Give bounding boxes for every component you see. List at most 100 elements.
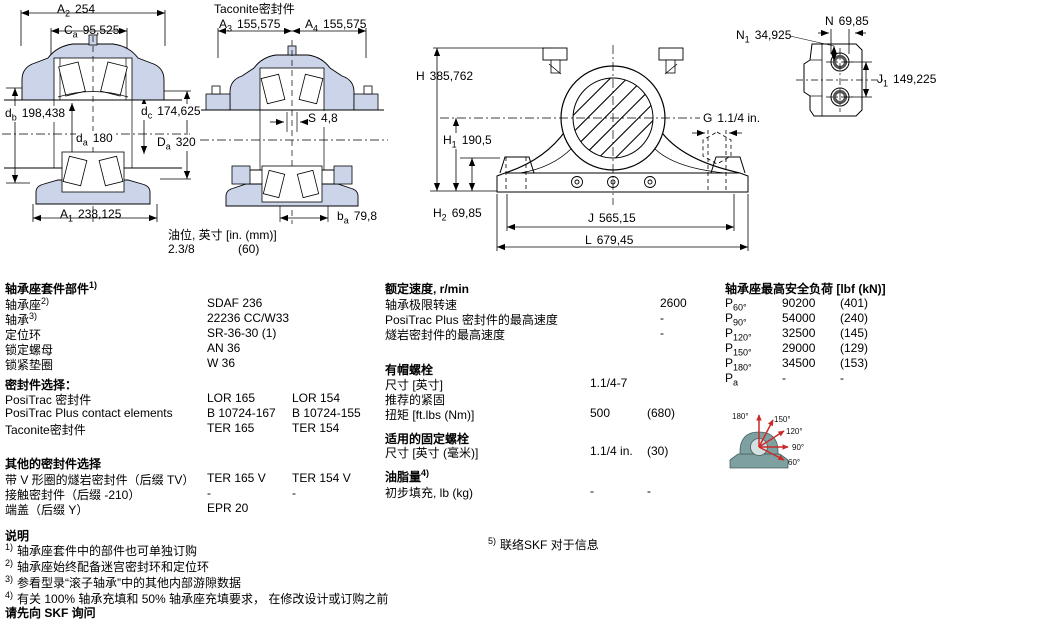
attach-bolts-title: 适用的固定螺栓	[385, 432, 470, 446]
technical-drawing-line-art	[2, 9, 884, 251]
speed-row: PosiTrac Plus 密封件的最高速度-	[385, 311, 664, 327]
drawing-3-front-view	[430, 45, 749, 251]
footnote-5: 5)联络SKF 对于信息	[488, 536, 599, 552]
cell-value: -	[660, 311, 664, 325]
cell-value: B 10724-167	[207, 406, 276, 420]
cell-value: (129)	[840, 341, 869, 355]
other-seals-row: 端盖（后缀 Y）EPR 20	[5, 501, 249, 517]
housing-parts-title: 轴承座套件部件1)	[5, 280, 98, 296]
load-row: P180°34500(153)	[725, 356, 869, 373]
load-title: 轴承座最高安全负荷 [lbf (kN)]	[725, 282, 886, 296]
grease-row: 初步填充, lb (kg)--	[385, 484, 651, 500]
cell-value: (30)	[647, 444, 669, 458]
cell-value: TER 154 V	[292, 471, 351, 485]
cell-value: 1.1/4 in.	[590, 444, 633, 458]
cell-value: 90200	[782, 296, 816, 310]
cell-value: SDAF 236	[207, 296, 263, 310]
footnote: 4)有关 100% 轴承充填和 50% 轴承座充填要求， 在修改设计或订购之前	[5, 590, 389, 606]
cap-bolts-title: 有帽螺栓	[385, 363, 434, 377]
drawing-1-section-view	[2, 9, 191, 224]
cell-value: B 10724-155	[292, 406, 361, 420]
cell-value: -	[590, 484, 594, 498]
load-row: P90°54000(240)	[725, 311, 869, 328]
svg-text:90°: 90°	[792, 443, 804, 452]
oil-level-mm: (60)	[238, 242, 260, 256]
footnote: 3)参看型录“滚子轴承”中的其他内部游隙数据	[5, 574, 242, 590]
cell-value: 54000	[782, 311, 816, 325]
oil-level-label: 油位, 英寸 [in. (mm)]	[168, 228, 277, 242]
cell-value: SR-36-30 (1)	[207, 326, 277, 340]
housing-parts-row: 轴承座2)SDAF 236	[5, 296, 263, 312]
cell-value: (680)	[647, 406, 676, 420]
cell-value: -	[292, 486, 296, 500]
cell-value: TER 165 V	[207, 471, 266, 485]
footnote: 2)轴承座始终配备迷宫密封环和定位环	[5, 558, 210, 574]
oil-level-inches: 2.3/8	[168, 242, 195, 256]
drawing-2-title: Taconite密封件	[214, 2, 295, 16]
housing-parts-row: 轴承3)22236 CC/W33	[5, 311, 290, 327]
grease-title: 油脂量4)	[385, 468, 430, 484]
load-row: Pa--	[725, 371, 844, 388]
svg-text:60°: 60°	[788, 458, 800, 467]
cell-value: TER 165	[207, 421, 255, 435]
load-row: P60°90200(401)	[725, 296, 869, 313]
svg-text:180°: 180°	[732, 412, 749, 421]
cell-value: LOR 165	[207, 391, 256, 405]
notes-title: 说明	[5, 529, 30, 543]
other-seals-row: 接触密封件（后缀 -210）--	[5, 486, 296, 502]
load-row: P120°32500(145)	[725, 326, 869, 343]
cell-value: 34500	[782, 356, 816, 370]
cap-bolts-torque-row: 扭矩 [ft.lbs (Nm)]500(680)	[385, 406, 676, 422]
cell-value: -	[647, 484, 651, 498]
cell-value: 500	[590, 406, 611, 420]
load-row: P150°29000(129)	[725, 341, 869, 358]
angle-labels: 180° 150° 120° 90° 60°	[732, 412, 804, 467]
cell-value: -	[782, 371, 786, 385]
seal-selection-title: 密封件选择：	[5, 378, 78, 392]
cell-value: 22236 CC/W33	[207, 311, 290, 325]
load-angle-illustration: 180° 150° 120° 90° 60°	[729, 412, 804, 469]
notes-closing: 请先向 SKF 询问	[5, 606, 96, 620]
cell-value: -	[660, 326, 664, 340]
cell-value: 1.1/4-7	[590, 376, 628, 390]
other-seals-title: 其他的密封件选择	[5, 457, 102, 471]
cell-value: EPR 20	[207, 501, 249, 515]
cell-value: TER 154	[292, 421, 340, 435]
cell-value: -	[840, 371, 844, 385]
cell-value: (153)	[840, 356, 869, 370]
cell-value: AN 36	[207, 341, 241, 355]
cell-value: W 36	[207, 356, 236, 370]
cell-value: 2600	[660, 296, 687, 310]
load-direction-arrows	[756, 414, 789, 461]
footnote: 1)轴承座套件中的部件也可单独订购	[5, 542, 198, 558]
speed-title: 额定速度, r/min	[385, 282, 470, 296]
cell-value: -	[207, 486, 211, 500]
attach-bolts-row: 尺寸 [英寸 (毫米)]1.1/4 in.(30)	[385, 444, 669, 460]
speed-row: 燧岩密封件的最高速度-	[385, 326, 664, 342]
